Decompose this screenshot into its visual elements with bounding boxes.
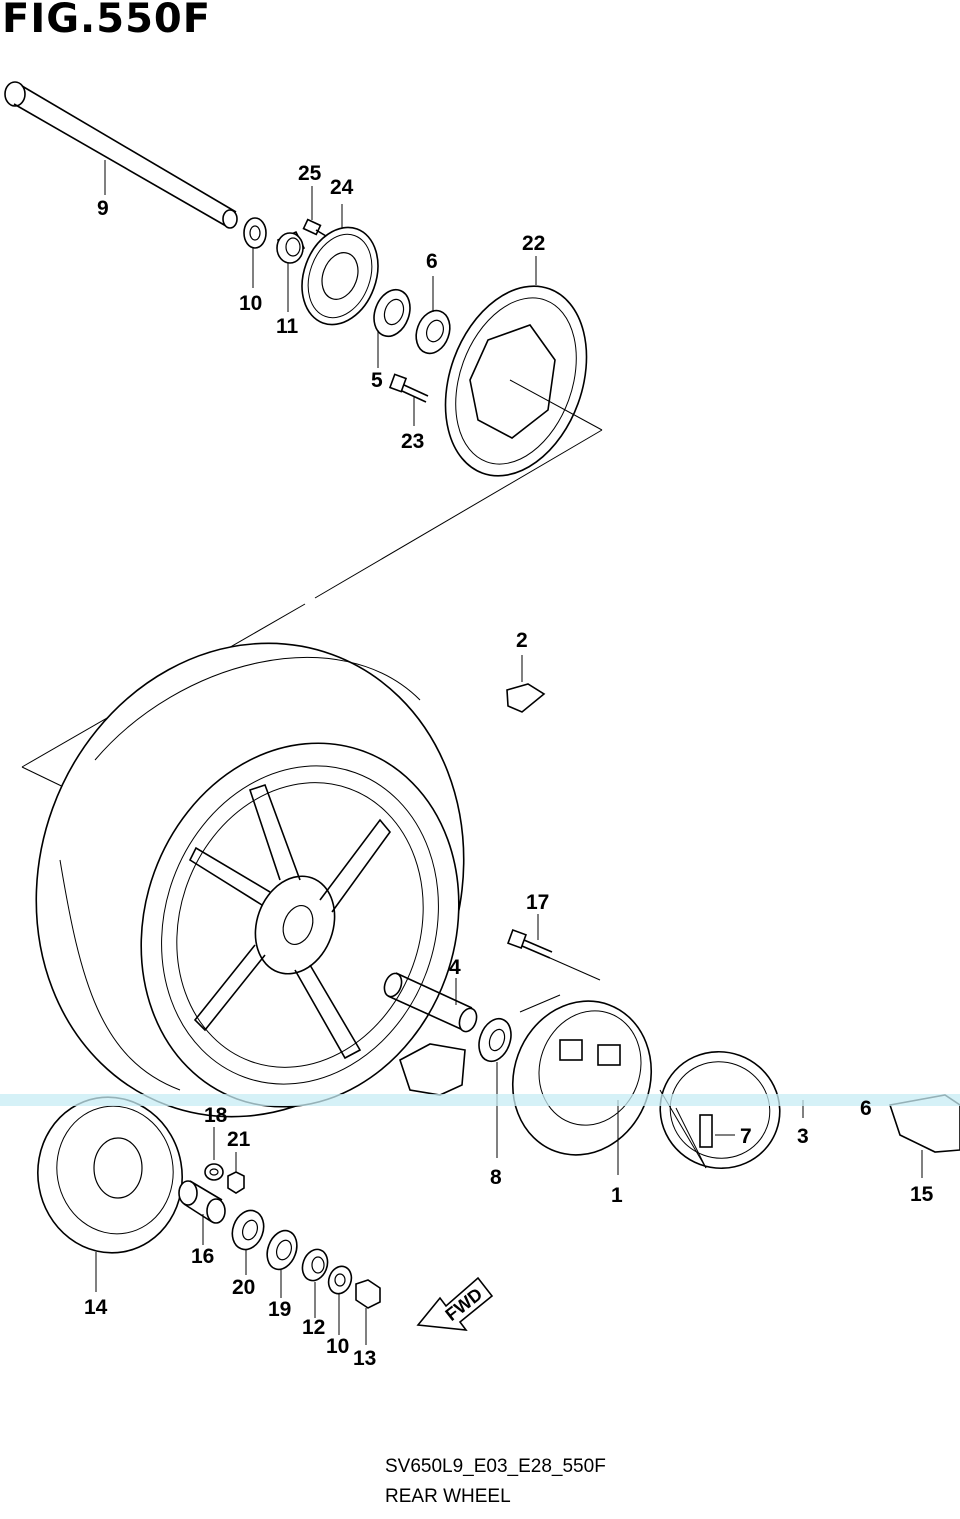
callout-3: 3: [797, 1125, 809, 1148]
valve-part: [659, 1089, 735, 1169]
clip-part: [506, 655, 546, 713]
small-washer-part: [204, 1127, 224, 1181]
callout-6-right: 6: [860, 1097, 872, 1120]
washer-part-low: [327, 1265, 353, 1335]
callout-13: 13: [353, 1347, 377, 1370]
callout-2: 2: [516, 629, 528, 652]
bolt-part: [388, 373, 429, 426]
callout-11: 11: [276, 315, 299, 338]
callout-25: 25: [298, 162, 322, 185]
callout-1: 1: [611, 1184, 623, 1207]
hub-bolt-part: [507, 914, 601, 981]
figure-code: SV650L9_E03_E28_550F: [385, 1456, 606, 1477]
bearing-part-low: [231, 1209, 265, 1275]
fwd-arrow-icon: FWD: [416, 1276, 494, 1331]
callout-8: 8: [490, 1166, 502, 1189]
callout-10-low: 10: [326, 1335, 350, 1358]
callout-16: 16: [191, 1245, 215, 1268]
callout-4: 4: [449, 956, 461, 979]
collar-part: [301, 1248, 329, 1318]
callout-20: 20: [232, 1276, 256, 1299]
callout-19: 19: [268, 1298, 292, 1321]
callout-9: 9: [97, 197, 109, 220]
sprocket-carrier-part: [511, 994, 653, 1175]
bearing-part-top: [415, 276, 451, 355]
callout-15: 15: [910, 1183, 934, 1206]
drive-sprocket-part: [37, 1096, 183, 1292]
figure-name: REAR WHEEL: [385, 1486, 511, 1507]
axle-nut-part: [355, 1279, 381, 1345]
callout-24: 24: [330, 176, 354, 199]
screw-part: [302, 186, 327, 237]
callout-12: 12: [302, 1316, 326, 1339]
washer-part-top: [243, 217, 267, 288]
seal-part-low: [266, 1229, 298, 1298]
hub-spacer-part: [178, 1180, 226, 1245]
brake-disc-part: [444, 256, 603, 477]
caliper-bracket-part: [888, 1094, 960, 1178]
small-nut-part: [227, 1152, 245, 1194]
callout-23: 23: [401, 430, 425, 453]
rear-sprocket-part: [659, 1050, 804, 1170]
scan-artifact-band: [0, 1094, 960, 1106]
bearing-part-mid: [478, 1017, 512, 1158]
damper-part: [399, 1043, 466, 1096]
guide-line-a: [314, 429, 603, 599]
callout-21: 21: [227, 1128, 251, 1151]
callout-22: 22: [522, 232, 546, 255]
wheel-tire-part: [35, 642, 465, 1118]
sensor-ring-part: [301, 204, 379, 326]
callout-7: 7: [740, 1125, 752, 1148]
spacer-tube-part: [383, 972, 478, 1033]
oil-seal-part: [373, 288, 411, 368]
callout-5: 5: [371, 369, 383, 392]
callout-10: 10: [239, 292, 263, 315]
callout-18: 18: [204, 1104, 228, 1127]
axle-part: [4, 81, 238, 229]
callout-17: 17: [526, 891, 550, 914]
callout-6: 6: [426, 250, 438, 273]
spacer-part: [276, 230, 306, 312]
callout-14: 14: [84, 1296, 108, 1319]
figure-title: FIG.550F: [2, 0, 212, 42]
